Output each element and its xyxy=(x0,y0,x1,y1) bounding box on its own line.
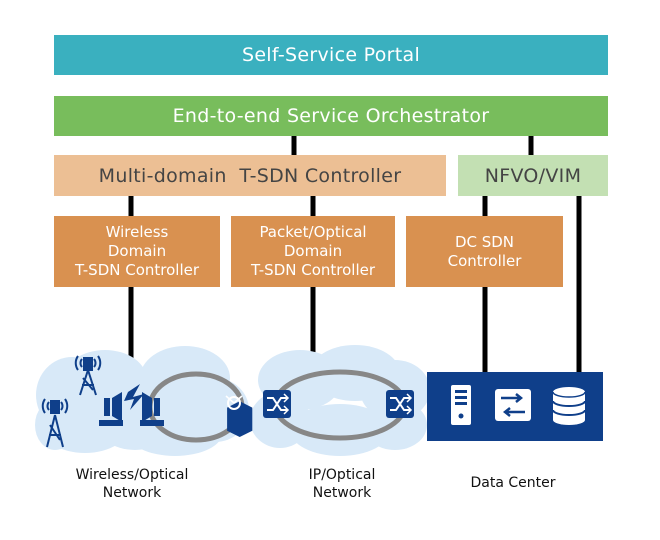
wireless-domain-controller: Wireless Domain T-SDN Controller xyxy=(54,216,220,287)
service-orchestrator-label: End-to-end Service Orchestrator xyxy=(172,105,490,127)
wireless-optical-network-label: Wireless/Optical Network xyxy=(75,467,189,501)
dc-sdn-controller-label: DC SDN Controller xyxy=(447,232,522,270)
antenna-tower-icon xyxy=(41,398,69,448)
wireless-domain-controller-label: Wireless Domain T-SDN Controller xyxy=(74,223,200,279)
self-service-portal-label: Self-Service Portal xyxy=(241,44,421,66)
service-orchestrator: End-to-end Service Orchestrator xyxy=(54,96,608,136)
multidomain-controller: Multi-domain T-SDN Controller xyxy=(54,155,446,196)
multidomain-controller-label: Multi-domain T-SDN Controller xyxy=(98,164,402,187)
storage-icon xyxy=(552,387,586,425)
dc-sdn-controller: DC SDN Controller xyxy=(406,216,563,287)
ip-optical-network-label: IP/Optical Network xyxy=(308,467,376,501)
server-icon xyxy=(451,385,471,425)
radio-unit-icon xyxy=(99,392,123,426)
packet-optical-domain-controller: Packet/Optical Domain T-SDN Controller xyxy=(231,216,395,287)
antenna-tower-icon xyxy=(74,355,102,396)
radio-unit-icon xyxy=(140,392,164,426)
self-service-portal: Self-Service Portal xyxy=(54,35,608,75)
nfvo-vim: NFVO/VIM xyxy=(458,155,608,196)
optical-switch-icon xyxy=(225,395,253,437)
packet-switch-icon xyxy=(263,390,291,418)
network-switch-icon xyxy=(495,389,531,421)
nfvo-vim-label: NFVO/VIM xyxy=(484,164,582,187)
packet-switch-icon xyxy=(386,390,414,418)
lightning-icon xyxy=(124,384,144,410)
packet-optical-domain-controller-label: Packet/Optical Domain T-SDN Controller xyxy=(250,223,376,279)
data-center-label: Data Center xyxy=(470,475,556,491)
